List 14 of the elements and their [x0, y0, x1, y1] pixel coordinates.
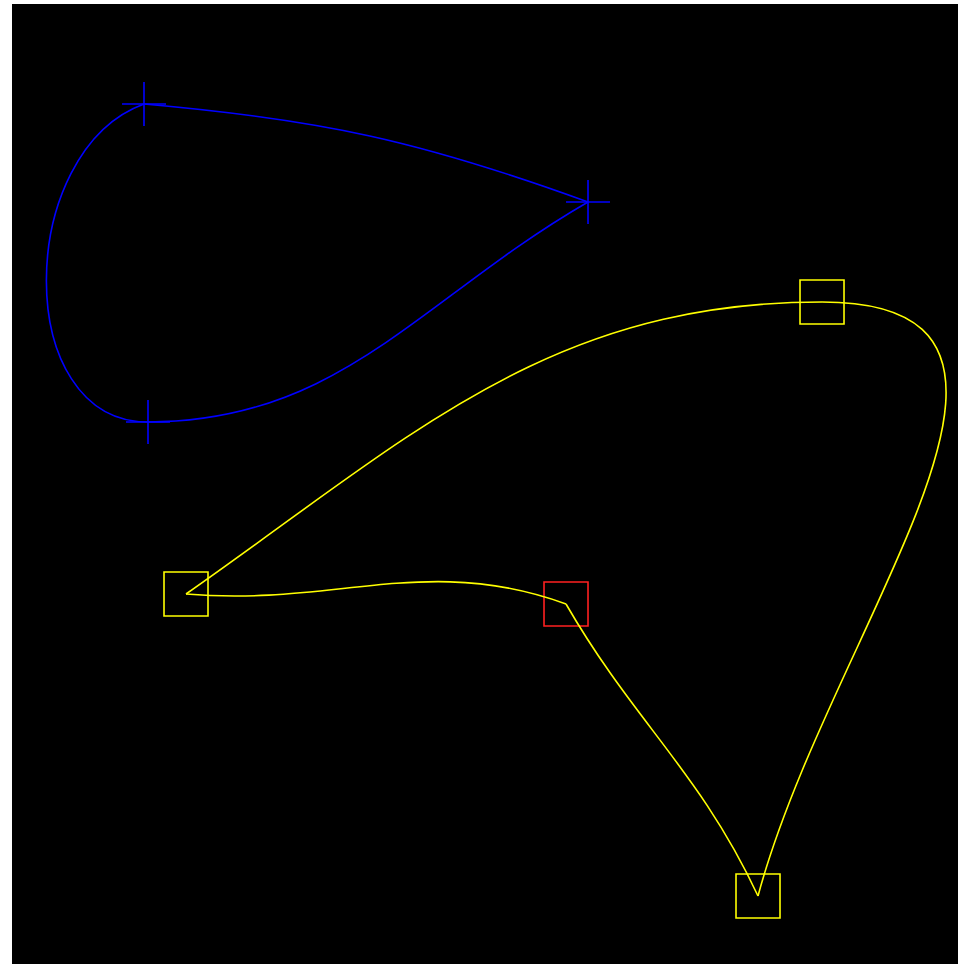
cross-marker — [566, 180, 610, 224]
cross-marker — [126, 400, 170, 444]
square-marker — [543, 581, 589, 627]
square-marker — [163, 571, 209, 617]
curve — [143, 103, 589, 203]
curve — [45, 103, 149, 423]
curve — [185, 301, 823, 595]
curve — [757, 301, 947, 897]
square-marker — [735, 873, 781, 919]
curve — [147, 201, 589, 423]
square-marker — [799, 279, 845, 325]
curve — [185, 580, 567, 605]
curve — [565, 603, 759, 897]
cross-marker — [122, 82, 166, 126]
